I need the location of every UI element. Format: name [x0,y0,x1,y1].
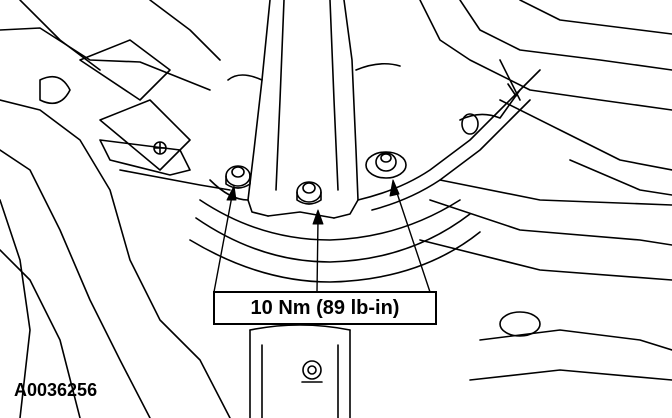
lower-structure [249,311,541,418]
wire-harness [459,59,541,135]
torque-label: 10 Nm (89 lb-in) [250,296,400,319]
nut-left [225,165,251,189]
arrowhead-right [389,179,400,197]
nut-right [365,151,407,179]
arrow-to-center-nut [316,219,319,293]
arrowhead-left [226,185,237,201]
left-bracket [99,139,231,191]
torque-callout: 10 Nm (89 lb-in) [213,291,437,325]
flange-curves [189,89,531,283]
arrowhead-center [312,209,324,225]
vertical-member [227,0,401,219]
nut-center [296,181,322,205]
arrow-to-right-nut [395,189,431,293]
figure-id: A0036256 [14,380,98,400]
arrow-heads [226,179,400,225]
arrow-to-left-nut [213,195,233,293]
leader-arrows [213,189,431,293]
